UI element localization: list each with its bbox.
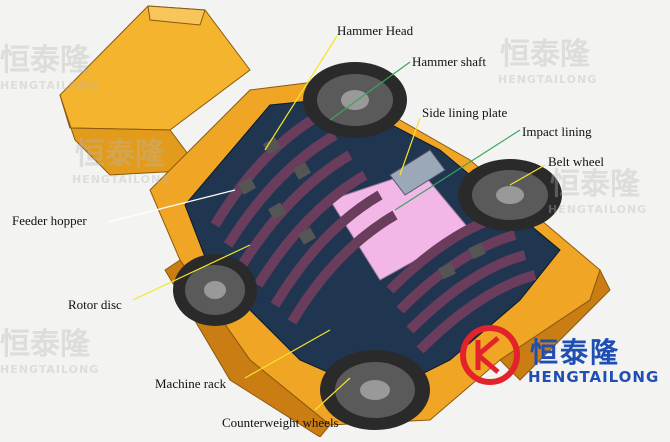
watermark-cn: 恒泰隆: [550, 167, 640, 202]
belt-wheel-shape: [458, 159, 562, 231]
label-hammer-head: Hammer Head: [337, 23, 414, 38]
label-impact-lining: Impact lining: [522, 124, 592, 139]
label-machine-rack: Machine rack: [155, 376, 227, 391]
wheel-top: [303, 62, 407, 138]
watermark-en: HENGTAILONG: [72, 173, 172, 186]
crushing-chamber: [184, 97, 561, 396]
label-side-lining-plate: Side lining plate: [422, 105, 508, 120]
counterweight-wheel-shape: [320, 350, 430, 430]
label-feeder-hopper: Feeder hopper: [12, 213, 87, 228]
label-hammer-shaft: Hammer shaft: [412, 54, 487, 69]
brand-name-en: HENGTAILONG: [528, 368, 660, 386]
label-rotor-disc: Rotor disc: [68, 297, 122, 312]
side-lining-plate-shape: [389, 149, 446, 196]
watermark-cn: 恒泰隆: [0, 43, 90, 78]
watermark-en: HENGTAILONG: [0, 79, 100, 92]
label-belt-wheel: Belt wheel: [548, 154, 604, 169]
leader-lines: [107, 35, 546, 411]
label-counterweight-wheels: Counterweight wheels: [222, 415, 339, 430]
wheel-left: [173, 254, 257, 326]
rotor-left: [210, 110, 398, 325]
watermark-en: HENGTAILONG: [0, 363, 100, 376]
watermark-en: HENGTAILONG: [548, 203, 648, 216]
watermark-cn: 恒泰隆: [500, 37, 590, 72]
watermark-en: HENGTAILONG: [498, 73, 598, 86]
watermark-cn: 恒泰隆: [75, 137, 165, 172]
feeder-hopper-shape: [59, 5, 251, 176]
brand-name-cn: 恒泰隆: [530, 336, 621, 369]
brand-logo-mark: [460, 325, 520, 385]
watermark-cn: 恒泰隆: [0, 327, 90, 362]
